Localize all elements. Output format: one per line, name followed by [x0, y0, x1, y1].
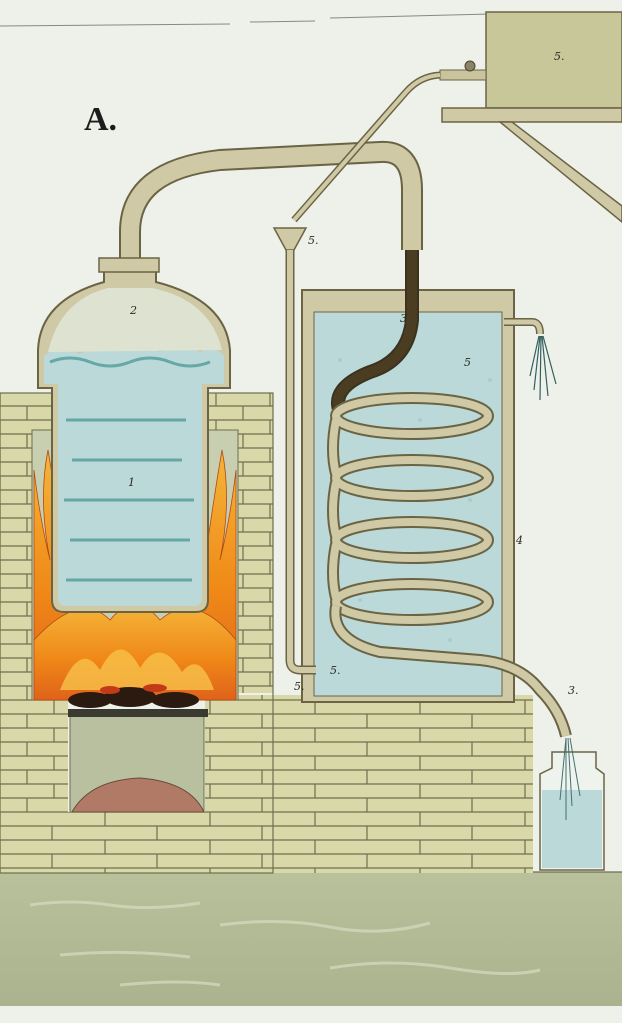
funnel: [272, 227, 308, 251]
label-coil-bottom: 5.: [330, 664, 341, 677]
fire-grate: [68, 709, 208, 717]
top-rule: [0, 13, 491, 27]
label-feed-pipe-lower: 5.: [294, 680, 305, 693]
label-reservoir: 5.: [554, 50, 565, 63]
label-outlet: 3.: [568, 684, 579, 697]
distillate-drip: [559, 737, 581, 820]
feed-tap: [439, 69, 487, 81]
liquid-ripples: [49, 356, 211, 582]
shelf-strut: [497, 121, 622, 223]
shelf-bracket: [441, 107, 622, 123]
burning-coals: [68, 684, 199, 708]
furnace-brickwork: [0, 392, 533, 874]
ground-slab: [0, 872, 622, 1006]
plate-letter: A.: [84, 101, 117, 138]
label-tub-water: 5: [464, 356, 471, 369]
neck-collar: [98, 257, 160, 273]
label-funnel: 5.: [308, 234, 319, 247]
condenser-coil: [327, 392, 494, 626]
tub-water-texture: [338, 358, 492, 642]
label-condenser-tub: 4: [515, 534, 523, 547]
label-boiler-liquid: 1: [128, 476, 135, 489]
label-still-head: 3: [400, 312, 407, 325]
water-reservoir: [485, 11, 622, 109]
label-boiler-vapour: 2: [129, 304, 137, 317]
tap-handle: [464, 60, 476, 72]
overflow-spray: [529, 335, 557, 401]
ash-heap: [71, 777, 205, 813]
boiler-vapour: [48, 288, 222, 352]
ground-texture: [29, 900, 541, 987]
